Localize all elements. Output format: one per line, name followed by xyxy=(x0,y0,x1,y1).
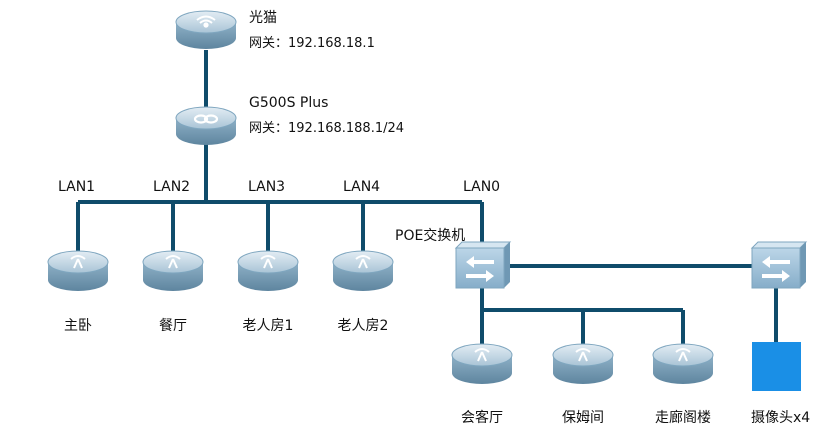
ap-bottom-3 xyxy=(652,343,714,384)
modem-device xyxy=(175,10,237,49)
port-lan1: LAN1 xyxy=(58,179,95,195)
ap-top-2 xyxy=(142,250,204,291)
switch-arrows-icon xyxy=(762,256,790,282)
ap-top-label-2: 餐厅 xyxy=(159,318,187,334)
ap-top-label-1: 主卧 xyxy=(64,318,92,334)
camera-label: 摄像头x4 xyxy=(751,410,810,426)
ap-bottom-label-3: 走廊阁楼 xyxy=(655,409,711,426)
ap-antenna-icon xyxy=(474,348,490,362)
camera-switch-device xyxy=(750,241,808,289)
ap-bottom-label-2: 保姆间 xyxy=(562,410,604,426)
port-lan2: LAN2 xyxy=(153,179,190,195)
switch-arrows-icon xyxy=(466,256,494,282)
ap-antenna-icon xyxy=(355,255,371,269)
ap-antenna-icon xyxy=(70,255,86,269)
port-lan0: LAN0 xyxy=(463,179,500,195)
ap-antenna-icon xyxy=(675,348,691,362)
port-lan3: LAN3 xyxy=(248,179,285,195)
ap-bottom-label-1: 会客厅 xyxy=(461,409,503,426)
router-device xyxy=(175,106,237,145)
modem-name: 光猫 xyxy=(249,10,277,26)
ap-top-1 xyxy=(47,250,109,291)
router-link-icon xyxy=(193,114,219,124)
ap-top-label-4: 老人房2 xyxy=(338,318,389,334)
ap-bottom-2 xyxy=(552,343,614,384)
router-gateway: 网关：192.168.188.1/24 xyxy=(249,121,404,136)
poe-switch-label: POE交换机 xyxy=(395,227,465,244)
ap-antenna-icon xyxy=(165,255,181,269)
ap-bottom-1 xyxy=(451,343,513,384)
ap-antenna-icon xyxy=(575,348,591,362)
connection-lines xyxy=(76,50,778,345)
camera-block xyxy=(752,342,801,391)
ap-top-label-3: 老人房1 xyxy=(243,318,294,334)
modem-gateway: 网关：192.168.18.1 xyxy=(249,36,375,51)
ap-top-3 xyxy=(237,250,299,291)
router-name: G500S Plus xyxy=(249,95,328,111)
ap-top-4 xyxy=(332,250,394,291)
poe-switch-device xyxy=(454,241,512,289)
wifi-icon xyxy=(196,15,216,28)
port-lan4: LAN4 xyxy=(343,179,380,195)
ap-antenna-icon xyxy=(260,255,276,269)
